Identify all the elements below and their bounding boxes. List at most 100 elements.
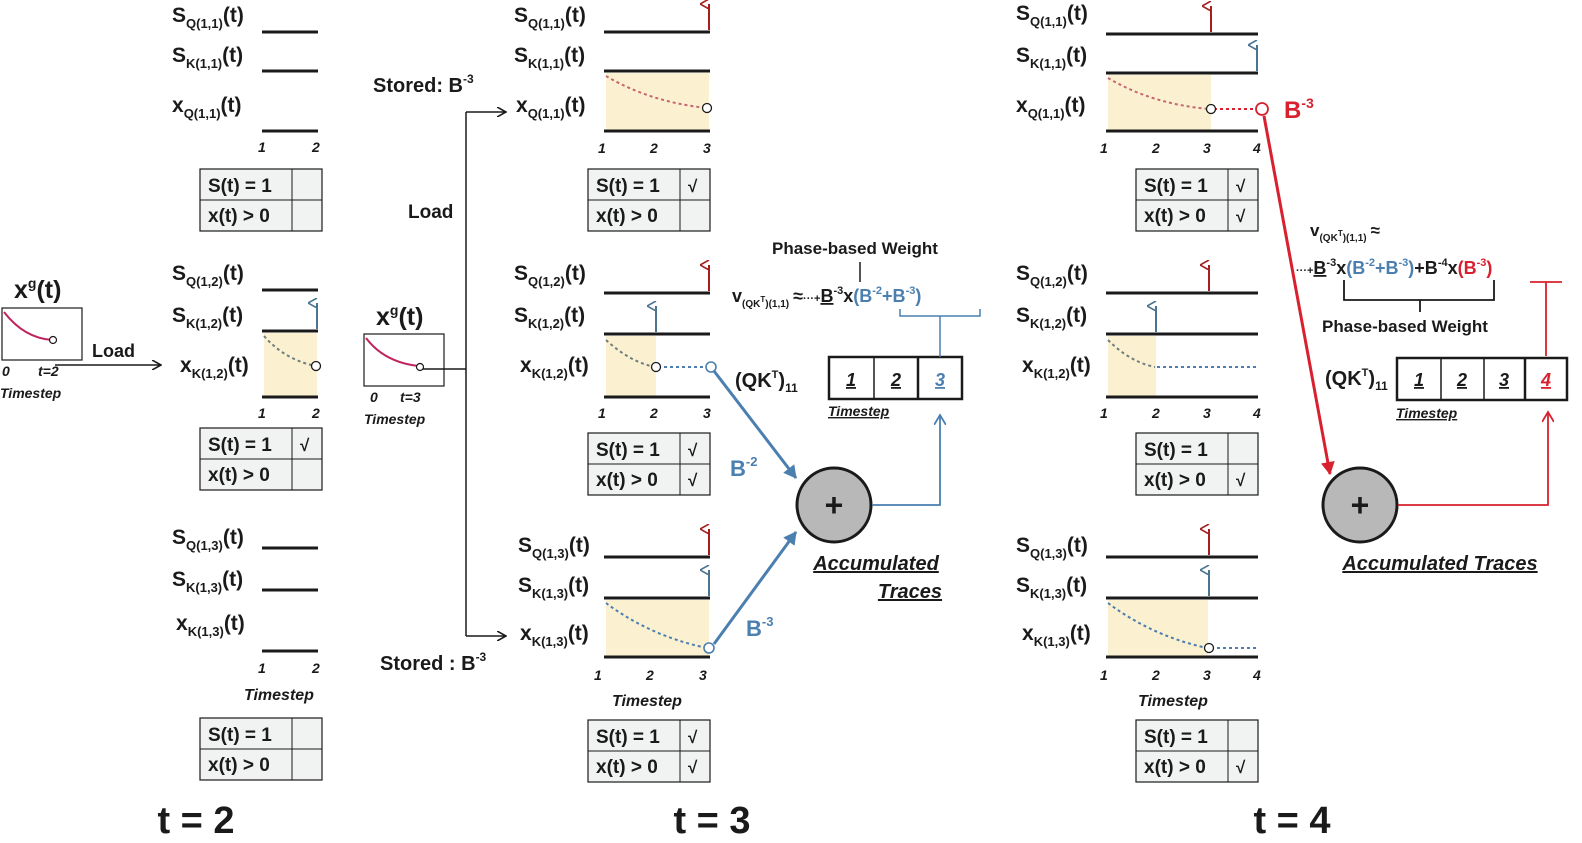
- svg-text:4: 4: [1252, 667, 1261, 683]
- svg-text:1: 1: [258, 139, 266, 155]
- svg-text:B-3: B-3: [1284, 95, 1314, 124]
- svg-text:(QKT)11: (QKT)11: [1325, 367, 1388, 393]
- svg-text:Timestep: Timestep: [1138, 693, 1208, 710]
- svg-text:S(t) = 1: S(t) = 1: [208, 725, 272, 746]
- svg-text:xQ(1,1)(t): xQ(1,1)(t): [1016, 94, 1086, 121]
- svg-text:SQ(1,1)(t): SQ(1,1)(t): [1016, 2, 1088, 29]
- svg-text:xg(t): xg(t): [376, 302, 423, 331]
- svg-text:SK(1,3)(t): SK(1,3)(t): [518, 574, 589, 601]
- svg-text:1: 1: [594, 667, 602, 683]
- svg-text:2: 2: [890, 370, 901, 390]
- svg-text:S(t) = 1: S(t) = 1: [596, 176, 660, 197]
- svg-text:SQ(1,2)(t): SQ(1,2)(t): [1016, 262, 1088, 289]
- svg-text:S(t) = 1: S(t) = 1: [596, 727, 660, 748]
- xg-label: xg(t): [14, 275, 61, 304]
- svg-text:SQ(1,1)(t): SQ(1,1)(t): [172, 4, 244, 31]
- svg-text:Stored : B-3: Stored : B-3: [380, 650, 487, 675]
- svg-text:SK(1,3)(t): SK(1,3)(t): [1016, 574, 1087, 601]
- panel-t4-row3: SQ(1,3)(t) SK(1,3)(t) xK(1,3)(t) 1 2 3 4…: [1016, 529, 1261, 783]
- panel-t3-row3: SQ(1,3)(t) SK(1,3)(t) xK(1,3)(t) 1 2 3 T…: [518, 529, 715, 783]
- svg-text:v(QKT)(1,1)≈···+B-3x(B-2+B-3): v(QKT)(1,1)≈···+B-3x(B-2+B-3): [732, 285, 921, 310]
- svg-text:3: 3: [699, 667, 707, 683]
- svg-text:4: 4: [1252, 405, 1261, 421]
- svg-text:SK(1,3)(t): SK(1,3)(t): [172, 568, 243, 595]
- svg-text:Stored: B-3: Stored: B-3: [373, 72, 474, 97]
- svg-text:SK(1,1)(t): SK(1,1)(t): [514, 44, 585, 71]
- svg-text:x(t) > 0: x(t) > 0: [1144, 757, 1206, 778]
- arrow-b2: [712, 370, 798, 479]
- svg-text:√: √: [688, 441, 698, 460]
- svg-text:S(t) = 1: S(t) = 1: [208, 435, 272, 456]
- svg-text:SQ(1,3)(t): SQ(1,3)(t): [172, 526, 244, 553]
- svg-text:···+B-3x(B-2+B-3)+B-4x(B-3): ···+B-3x(B-2+B-3)+B-4x(B-3): [1296, 257, 1492, 278]
- svg-text:x(t) > 0: x(t) > 0: [596, 757, 658, 778]
- svg-text:2: 2: [649, 405, 658, 421]
- svg-text:3: 3: [703, 140, 711, 156]
- svg-text:√: √: [1236, 471, 1246, 490]
- svg-text:1: 1: [598, 405, 606, 421]
- svg-text:3: 3: [935, 370, 945, 390]
- xg-curve: [3, 311, 53, 341]
- svg-text:SK(1,2)(t): SK(1,2)(t): [514, 304, 585, 331]
- xg-box: [1, 307, 83, 361]
- svg-text:Timestep: Timestep: [1396, 405, 1458, 421]
- svg-text:2: 2: [1151, 405, 1160, 421]
- svg-text:SQ(1,2)(t): SQ(1,2)(t): [514, 262, 586, 289]
- svg-text:xK(1,2)(t): xK(1,2)(t): [1022, 354, 1091, 381]
- svg-text:Timestep: Timestep: [828, 403, 890, 419]
- svg-text:SQ(1,3)(t): SQ(1,3)(t): [518, 534, 590, 561]
- svg-text:x(t) > 0: x(t) > 0: [596, 470, 658, 491]
- svg-text:xK(1,2)(t): xK(1,2)(t): [520, 354, 589, 381]
- panel-t2-row2: SQ(1,2)(t) SK(1,2)(t) xK(1,2)(t) 1 2 S(t…: [172, 262, 323, 491]
- panel-t3-row1: SQ(1,1)(t) SK(1,1)(t) xQ(1,1)(t) 1 2 3 S…: [514, 4, 713, 232]
- svg-text:1: 1: [258, 660, 266, 676]
- label-t4: t = 4: [1253, 800, 1330, 842]
- svg-text:xK(1,3)(t): xK(1,3)(t): [520, 622, 589, 649]
- svg-text:√: √: [1236, 207, 1246, 226]
- svg-text:Phase-based Weight: Phase-based Weight: [772, 239, 938, 258]
- label-t2: t = 2: [157, 800, 234, 842]
- svg-text:0: 0: [2, 363, 10, 379]
- svg-text:S(t) = 1: S(t) = 1: [1144, 727, 1208, 748]
- arrow-to-qk3: [872, 415, 940, 506]
- panel-t3-row2: SQ(1,2)(t) SK(1,2)(t) xK(1,2)(t) 1 2 3 S…: [514, 262, 717, 496]
- svg-text:xK(1,3)(t): xK(1,3)(t): [176, 612, 245, 639]
- panel-t4-row1: SQ(1,1)(t) SK(1,1)(t) xQ(1,1)(t) 1 2 3 4…: [1016, 2, 1314, 232]
- arrow-red-b3: [1262, 115, 1335, 475]
- svg-text:Accumulated: Accumulated: [812, 553, 939, 575]
- svg-text:√: √: [688, 758, 698, 777]
- svg-text:1: 1: [1100, 667, 1108, 683]
- svg-text:Traces: Traces: [878, 581, 942, 603]
- svg-text:xK(1,3)(t): xK(1,3)(t): [1022, 622, 1091, 649]
- sum-node: [795, 466, 873, 544]
- svg-text:x(t) > 0: x(t) > 0: [596, 206, 658, 227]
- svg-text:SK(1,1)(t): SK(1,1)(t): [1016, 44, 1087, 71]
- svg-text:B-2: B-2: [730, 454, 757, 481]
- svg-text:2: 2: [311, 139, 320, 155]
- svg-text:2: 2: [311, 405, 320, 421]
- svg-text:x(t) > 0: x(t) > 0: [208, 755, 270, 776]
- accumulator-t4: + Accumulated Traces v(QKT)(1,1)≈ ···+B-…: [1262, 115, 1569, 575]
- svg-text:Timestep: Timestep: [612, 693, 682, 710]
- xg-point: [48, 335, 58, 345]
- svg-text:2: 2: [1151, 140, 1160, 156]
- svg-text:xQ(1,1)(t): xQ(1,1)(t): [172, 94, 242, 121]
- arrow-b3: [712, 531, 798, 645]
- svg-text:S(t) = 1: S(t) = 1: [1144, 176, 1208, 197]
- svg-text:√: √: [688, 728, 698, 747]
- svg-text:1: 1: [846, 370, 856, 390]
- svg-text:3: 3: [703, 405, 711, 421]
- svg-text:t=2: t=2: [38, 363, 59, 379]
- svg-text:4: 4: [1540, 370, 1551, 390]
- svg-text:√: √: [688, 471, 698, 490]
- svg-text:Timestep: Timestep: [364, 411, 426, 427]
- svg-text:B-3: B-3: [746, 614, 773, 641]
- svg-text:3: 3: [1499, 370, 1509, 390]
- svg-text:1: 1: [1100, 405, 1108, 421]
- svg-text:SQ(1,3)(t): SQ(1,3)(t): [1016, 534, 1088, 561]
- svg-text:t=3: t=3: [400, 389, 421, 405]
- svg-text:√: √: [1236, 177, 1246, 196]
- svg-text:2: 2: [645, 667, 654, 683]
- svg-text:3: 3: [1203, 667, 1211, 683]
